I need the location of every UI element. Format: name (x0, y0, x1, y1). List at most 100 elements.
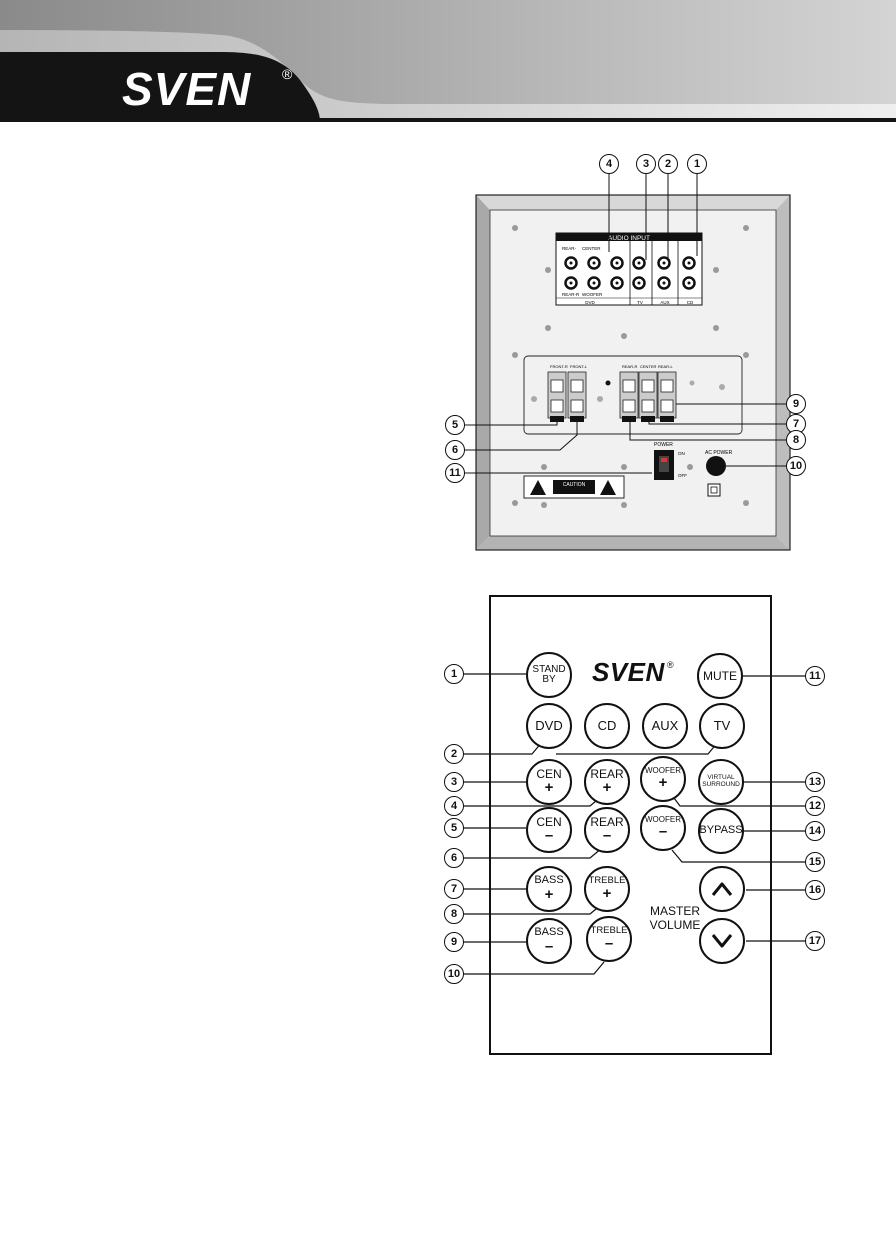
remote-callout-3: 3 (444, 772, 464, 792)
minus-sign: – (658, 823, 668, 841)
rear-plus-label: REAR (590, 766, 624, 781)
mute-label: MUTE (703, 668, 737, 683)
panel-callout-6: 6 (445, 440, 465, 460)
brand-name: SVEN (122, 63, 252, 115)
remote-callout-14: 14 (805, 821, 825, 841)
audio-input-label: AUDIO INPUT (608, 235, 650, 242)
rear-plus-button[interactable]: REAR + (584, 759, 630, 805)
remote-callout-7: 7 (444, 879, 464, 899)
remote-brand-name: SVEN (592, 657, 665, 687)
mute-button[interactable]: MUTE (697, 653, 743, 699)
treble-plus-label: TREBLE (588, 875, 626, 887)
remote-callout-1: 1 (444, 664, 464, 684)
remote-body (489, 595, 772, 1055)
dvd-button[interactable]: DVD (526, 703, 572, 749)
treble-minus-button[interactable]: TREBLE – (586, 916, 632, 962)
panel-callout-2: 2 (658, 154, 678, 174)
volume-label: VOLUME (649, 918, 701, 932)
remote-callout-5: 5 (444, 818, 464, 838)
volume-up-button[interactable] (699, 866, 745, 912)
chevron-down-icon (711, 934, 733, 948)
label-front-l: FRONT-L (570, 364, 588, 369)
remote-callout-9: 9 (444, 932, 464, 952)
label-rear-r: REAR-R (622, 364, 637, 369)
bass-minus-button[interactable]: BASS – (526, 918, 572, 964)
aux-button[interactable]: AUX (642, 703, 688, 749)
dvd-label: DVD (535, 718, 563, 734)
master-volume-label: MASTER VOLUME (640, 904, 710, 932)
chevron-up-icon (711, 882, 733, 896)
minus-sign: – (544, 827, 554, 845)
plus-sign: + (544, 885, 554, 903)
tv-label: TV (713, 718, 731, 734)
plus-sign: + (658, 774, 668, 792)
remote-callout-16: 16 (805, 880, 825, 900)
cen-plus-label: CEN (536, 766, 562, 781)
master-label: MASTER (649, 904, 700, 918)
label-front-r: FRONT-R (550, 364, 568, 369)
remote-callout-6: 6 (444, 848, 464, 868)
rear-minus-label: REAR (590, 814, 624, 829)
ac-power-label: AC POWER (705, 450, 733, 456)
standby-button[interactable]: STAND BY (526, 652, 572, 698)
remote-callout-4: 4 (444, 796, 464, 816)
virtual-surround-button[interactable]: VIRTUAL SURROUND (698, 759, 744, 805)
panel-callout-10: 10 (786, 456, 806, 476)
group-dvd: DVD (585, 300, 595, 305)
cd-label: CD (597, 718, 617, 734)
aux-label: AUX (651, 718, 679, 734)
power-label: POWER (654, 442, 673, 448)
brand-logo: SVEN (122, 66, 251, 112)
power-on-label: ON (678, 451, 685, 456)
remote-callout-2: 2 (444, 744, 464, 764)
panel-callout-11: 11 (445, 463, 465, 483)
remote-callout-12: 12 (805, 796, 825, 816)
minus-sign: – (604, 935, 614, 953)
plus-sign: + (544, 779, 554, 797)
woofer-plus-label: WOOFER (645, 765, 681, 775)
virtual-label: VIRTUAL (707, 774, 735, 782)
registered-mark: ® (282, 66, 293, 82)
center-minus-button[interactable]: CEN – (526, 807, 572, 853)
header-banner (0, 0, 896, 122)
label-rear-l: REAR-L (658, 364, 673, 369)
group-cd: CD (687, 300, 694, 305)
bass-plus-button[interactable]: BASS + (526, 866, 572, 912)
jack-label-woofer: WOOFER (582, 292, 603, 297)
surround-label: SURROUND (702, 781, 740, 788)
woofer-minus-button[interactable]: WOOFER – (640, 805, 686, 851)
panel-callout-5: 5 (445, 415, 465, 435)
volume-down-button[interactable] (699, 918, 745, 964)
minus-sign: – (602, 827, 612, 845)
plus-sign: + (602, 885, 612, 903)
tv-button[interactable]: TV (699, 703, 745, 749)
treble-plus-button[interactable]: TREBLE + (584, 866, 630, 912)
group-tv: TV (637, 300, 643, 305)
bass-plus-label: BASS (534, 874, 564, 887)
remote-callout-15: 15 (805, 852, 825, 872)
jack-label-center: CENTER (582, 246, 601, 251)
center-plus-button[interactable]: CEN + (526, 759, 572, 805)
cd-button[interactable]: CD (584, 703, 630, 749)
caution-label: CAUTION (563, 482, 586, 488)
minus-sign: – (544, 937, 554, 955)
woofer-plus-button[interactable]: WOOFER + (640, 756, 686, 802)
remote-callout-10: 10 (444, 964, 464, 984)
label-center-2: CENTER (640, 364, 657, 369)
remote-callout-8: 8 (444, 904, 464, 924)
treble-minus-label: TREBLE (590, 925, 628, 937)
standby-label: STAND BY (532, 663, 566, 685)
bypass-button[interactable]: BYPASS (698, 808, 744, 854)
panel-callout-8: 8 (786, 430, 806, 450)
power-off-label: OFF (678, 473, 687, 478)
jack-label-rear-l: REAR- (562, 246, 577, 251)
panel-callout-4: 4 (599, 154, 619, 174)
panel-callout-1: 1 (687, 154, 707, 174)
remote-callout-11: 11 (805, 666, 825, 686)
bypass-label: BYPASS (699, 824, 743, 837)
group-aux: AUX (660, 300, 669, 305)
rear-minus-button[interactable]: REAR – (584, 807, 630, 853)
panel-callout-9: 9 (786, 394, 806, 414)
jack-label-rear-r: REAR-R (562, 292, 580, 297)
